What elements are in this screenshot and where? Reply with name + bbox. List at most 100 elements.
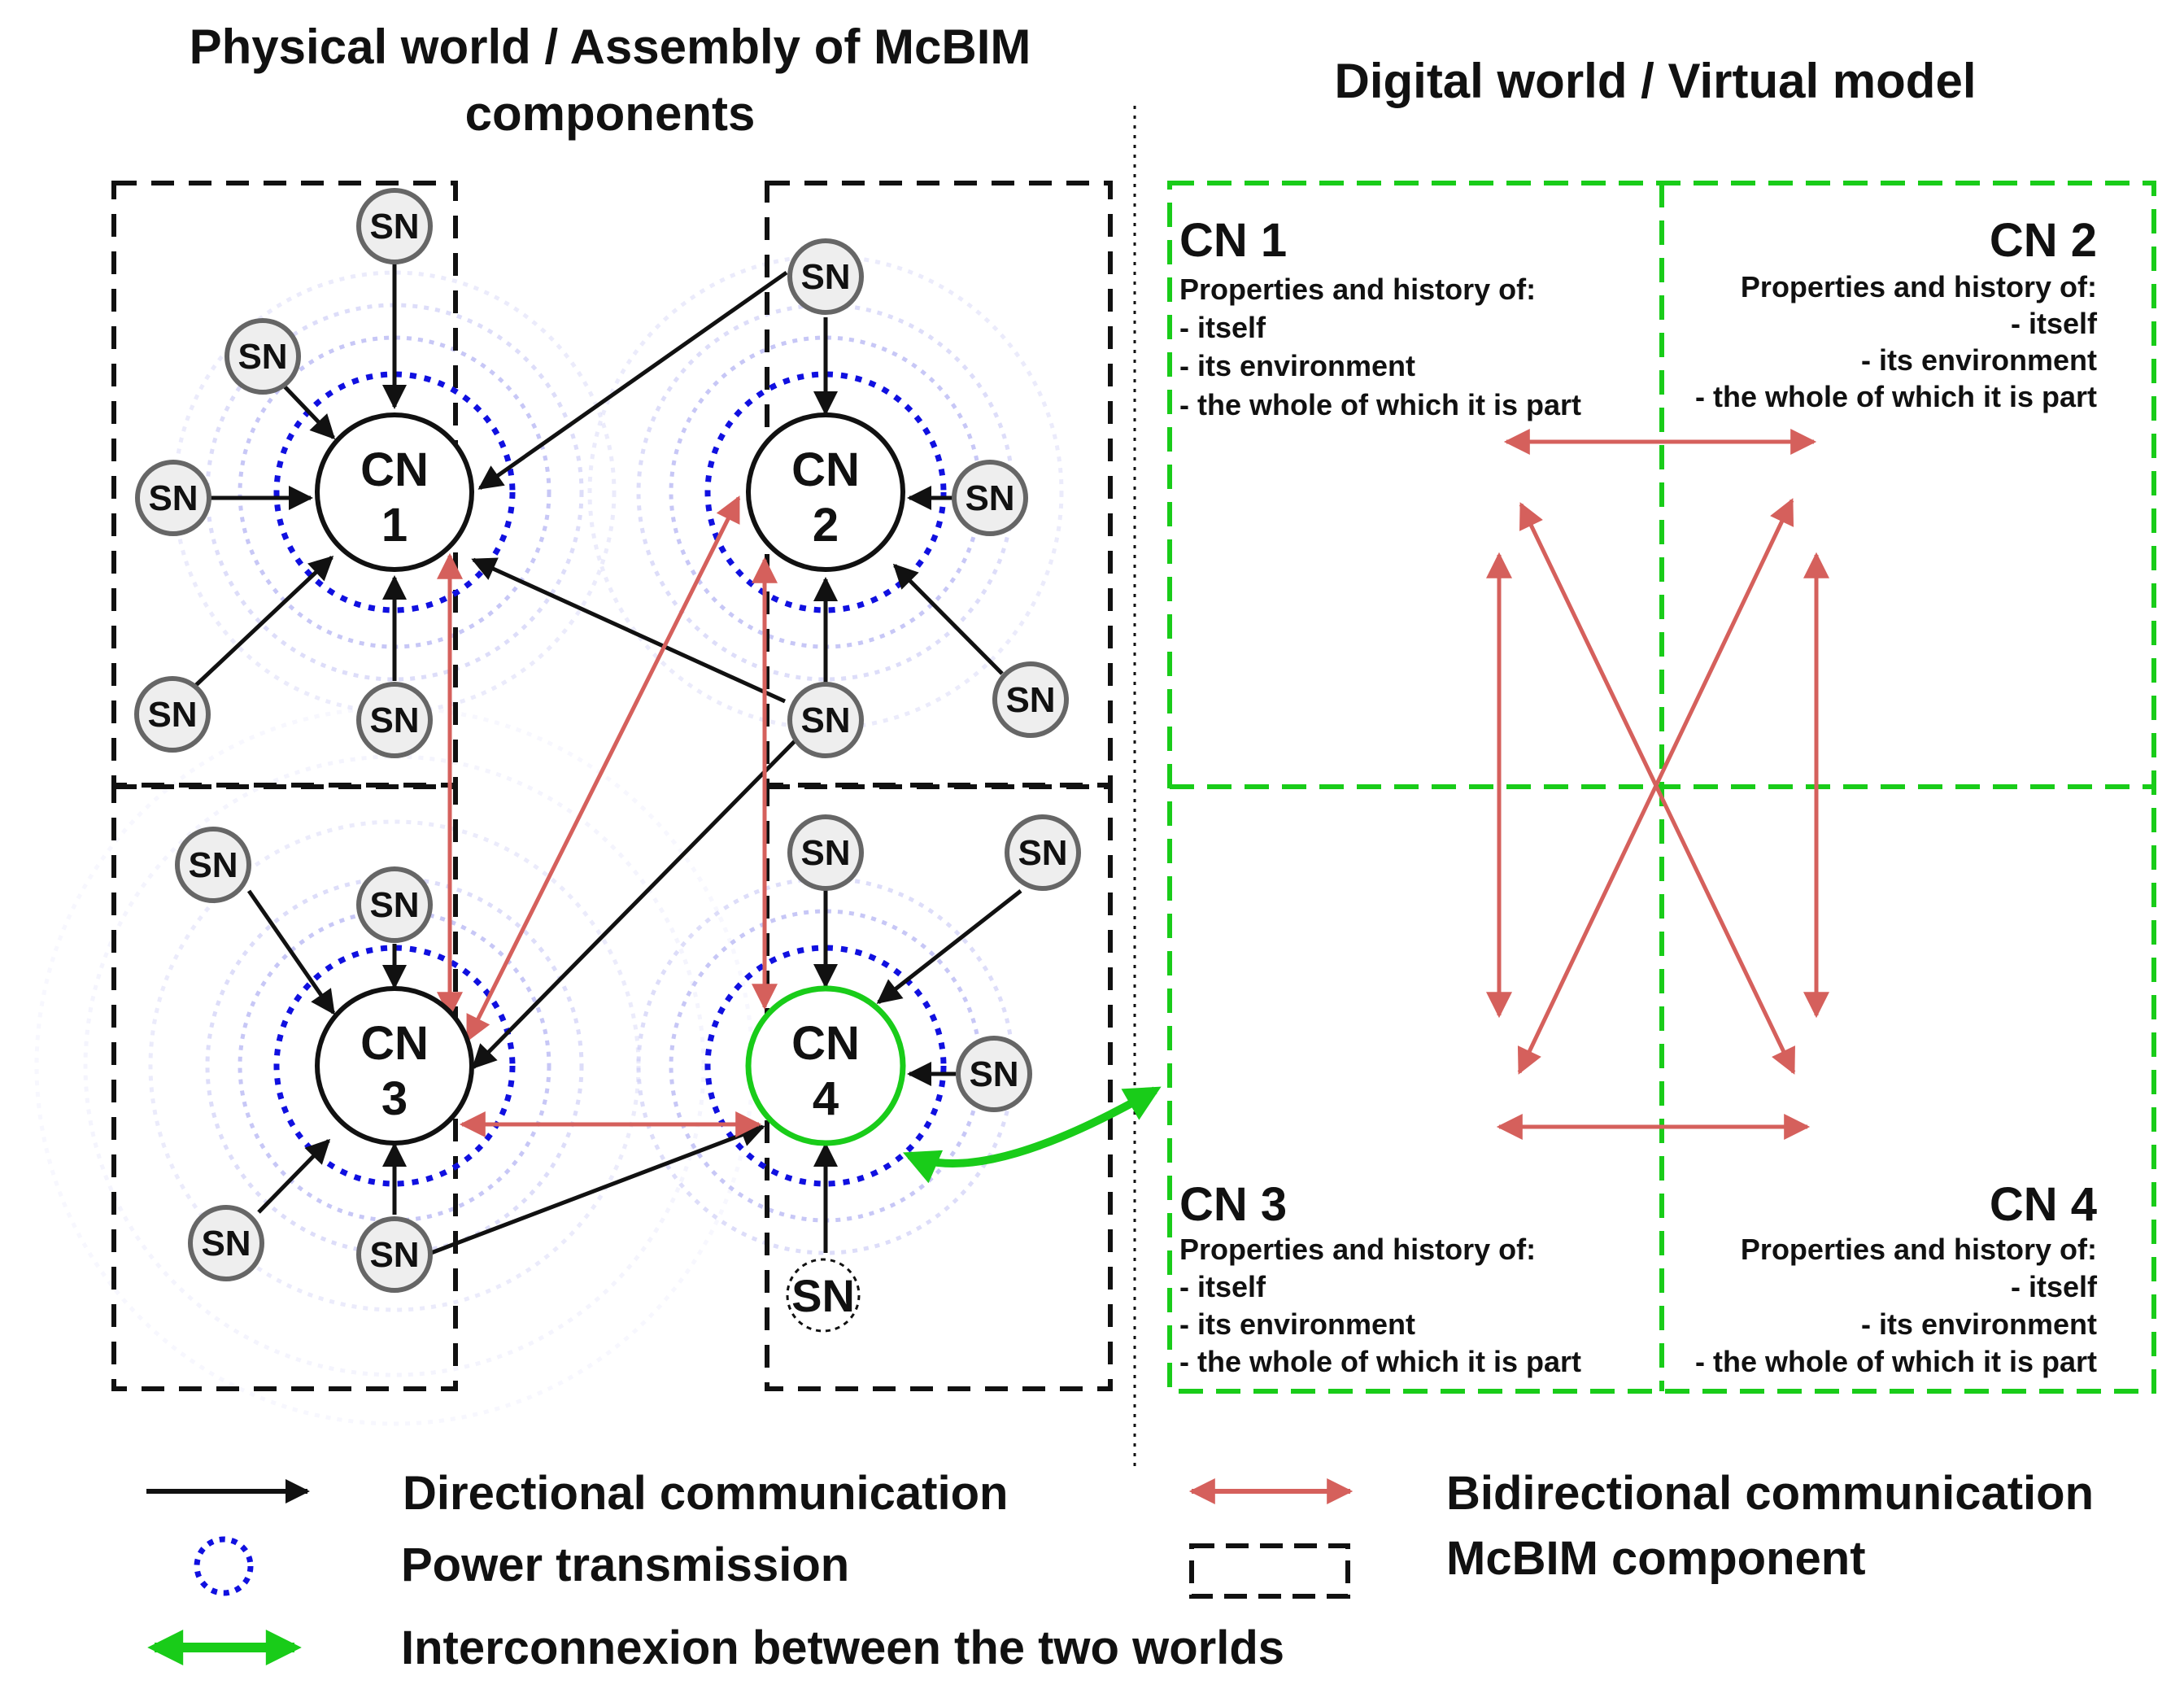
- sensor-node-circle: [356, 1216, 433, 1293]
- sensor-nodes: SN SN SN SN SN SN SN SN SN SN SN SN SN SN SN SN SN: [134, 188, 1081, 1333]
- power-ring-cn4: [704, 945, 947, 1187]
- sensor-node-circle: [135, 460, 211, 536]
- interconnexion-arrow: [902, 1086, 1162, 1184]
- virtual-cell-cn2: CN 2 Properties and history of: - itself…: [1695, 214, 2098, 413]
- sensor-node: SN: [992, 661, 1069, 738]
- virtual-cell-cn3-line: - its environment: [1179, 1307, 1415, 1341]
- virtual-cell-cn3: CN 3 Properties and history of: - itself…: [1179, 1178, 1581, 1378]
- sensor-node: SN: [175, 827, 251, 903]
- legend-power-label: Power transmission: [401, 1538, 849, 1591]
- cn2-label-line2: 2: [813, 499, 839, 552]
- central-node-cn2: CN 2: [746, 412, 905, 572]
- sensor-node: SN: [356, 1216, 433, 1293]
- sensor-node-label: SN: [201, 1224, 251, 1263]
- sensor-node-label: SN: [1018, 833, 1067, 873]
- sensor-node-label: SN: [800, 700, 850, 740]
- bidirectional-arrows-physical: [437, 495, 778, 1137]
- physical-world-title-line2: components: [465, 86, 756, 141]
- virtual-model: CN 1 Properties and history of: - itself…: [1167, 181, 2156, 1394]
- sensor-node-label: SN: [965, 478, 1014, 518]
- sensor-node-circle: [356, 866, 433, 943]
- sensor-node-label: SN: [800, 833, 850, 873]
- sensor-node-circle: [992, 661, 1069, 738]
- virtual-cell-cn4-line: - itself: [2011, 1270, 2098, 1303]
- sensor-node: SN: [1005, 814, 1081, 891]
- power-rings: [273, 371, 947, 1187]
- sensor-node-circle: [787, 814, 864, 891]
- digital-world-title: Digital world / Virtual model: [1335, 54, 1977, 108]
- virtual-cell-cn2-line: - the whole of which it is part: [1695, 380, 2097, 413]
- cn2-label-line1: CN: [791, 443, 860, 496]
- virtual-cell-cn2-title: CN 2: [1990, 214, 2097, 267]
- sensor-node: SN: [356, 866, 433, 943]
- sensor-node-label: SN: [188, 845, 238, 885]
- sensor-node: SN: [135, 460, 211, 536]
- sensor-node-label: SN: [969, 1054, 1018, 1094]
- cn3-label-line1: CN: [360, 1017, 429, 1070]
- sensor-node-circle: [134, 676, 211, 753]
- sensor-node-label: SN: [369, 207, 419, 247]
- sensor-node-label: SN: [147, 695, 197, 735]
- central-nodes: CN 1 CN 2 CN 3 CN 4: [315, 412, 906, 1146]
- virtual-cell-cn1-title: CN 1: [1179, 214, 1287, 267]
- sensor-node: SN: [952, 460, 1028, 536]
- cn3-label-line2: 3: [381, 1072, 408, 1125]
- legend-interconnexion-label: Interconnexion between the two worlds: [401, 1621, 1284, 1674]
- virtual-cell-cn4-line: - its environment: [1861, 1307, 2097, 1341]
- physical-world-title-line1: Physical world / Assembly of McBIM: [190, 20, 1031, 74]
- legend-power-symbol: [194, 1536, 254, 1596]
- power-ring-cn3: [273, 945, 516, 1187]
- bidirectional-arrows-virtual: [1486, 429, 1829, 1140]
- sensor-node: SN: [787, 682, 864, 758]
- sensor-node-label: SN: [800, 257, 850, 297]
- virtual-cell-cn3-title: CN 3: [1179, 1178, 1287, 1231]
- sensor-node-ghost-label: SN: [791, 1270, 855, 1321]
- cn4-label-line1: CN: [791, 1017, 860, 1070]
- virtual-cell-cn4-line: Properties and history of:: [1741, 1233, 2097, 1266]
- sensor-node-label: SN: [369, 700, 419, 740]
- virtual-cell-cn3-line: - itself: [1179, 1270, 1266, 1303]
- virtual-cell-cn4-line: - the whole of which it is part: [1695, 1345, 2097, 1378]
- virtual-cell-cn1-line: - itself: [1179, 311, 1266, 344]
- virtual-cell-cn1: CN 1 Properties and history of: - itself…: [1179, 214, 1581, 421]
- virtual-cell-cn1-line: - the whole of which it is part: [1179, 388, 1581, 421]
- sensor-node-label: SN: [369, 885, 419, 925]
- central-node-cn4: CN 4: [745, 985, 906, 1146]
- sensor-node-circle: [225, 318, 301, 395]
- sensor-node-circle: [1005, 814, 1081, 891]
- sensor-node-label: SN: [238, 337, 287, 377]
- virtual-cell-cn2-line: - itself: [2011, 307, 2098, 340]
- cn1-label-line1: CN: [360, 443, 429, 496]
- sensor-node: SN: [188, 1205, 264, 1281]
- sensor-node: SN: [787, 238, 864, 315]
- central-node-cn1: CN 1: [315, 412, 474, 572]
- sensor-node: SN: [356, 188, 433, 264]
- virtual-cell-cn3-line: Properties and history of:: [1179, 1233, 1536, 1266]
- sensor-node-circle: [356, 188, 433, 264]
- sensor-node-circle: [175, 827, 251, 903]
- sensor-node-circle: [787, 682, 864, 758]
- sensor-node-label: SN: [1005, 680, 1055, 720]
- central-node-cn3: CN 3: [315, 986, 474, 1146]
- sensor-node-circle: [952, 460, 1028, 536]
- power-ring-cn2: [704, 371, 947, 613]
- virtual-cell-cn1-line: Properties and history of:: [1179, 273, 1536, 306]
- sensor-node: SN: [787, 814, 864, 891]
- sensor-node-ghost-circle: [786, 1258, 861, 1333]
- sensor-node-circle: [787, 238, 864, 315]
- sensor-node: SN: [134, 676, 211, 753]
- legend-component-label: McBIM component: [1446, 1532, 1866, 1585]
- virtual-cell-cn2-line: - its environment: [1861, 343, 2097, 377]
- cn4-label-line2: 4: [813, 1072, 839, 1125]
- legend-component-symbol: [1189, 1543, 1350, 1599]
- legend-directional-label: Directional communication: [403, 1467, 1008, 1520]
- sensor-node: SN: [956, 1036, 1032, 1112]
- power-ring-cn1: [273, 371, 516, 613]
- legend: Directional communication Bidirectional …: [146, 1467, 2094, 1674]
- sensor-node: SN: [225, 318, 301, 395]
- virtual-cell-cn3-line: - the whole of which it is part: [1179, 1345, 1581, 1378]
- sensor-node-circle: [188, 1205, 264, 1281]
- sensor-node: SN: [356, 682, 433, 758]
- cn1-label-line2: 1: [381, 499, 408, 552]
